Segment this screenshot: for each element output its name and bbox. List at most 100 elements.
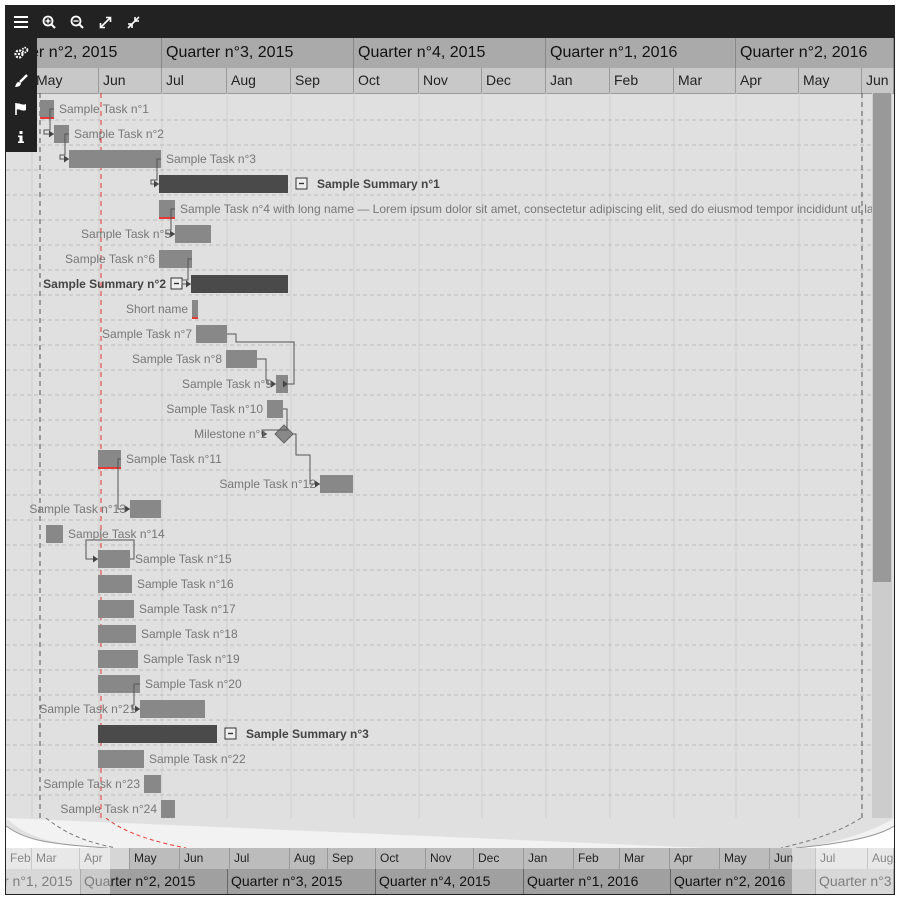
dependency-link [117, 458, 130, 510]
task-label[interactable]: Sample Task n°11 [126, 452, 222, 466]
navigator-month-9: Nov [426, 848, 474, 869]
navigator-month-14: Apr [670, 848, 720, 869]
task-label[interactable]: Sample Task n°10 [166, 402, 263, 416]
summary-label[interactable]: Sample Summary n°1 [317, 177, 440, 191]
task-label[interactable]: Sample Task n°23 [43, 777, 140, 791]
month-cell-6: Nov [419, 68, 482, 93]
summary-label[interactable]: Sample Summary n°3 [246, 727, 369, 741]
task-label[interactable]: Sample Task n°8 [132, 352, 222, 366]
tools-sidebar [6, 38, 37, 152]
dependency-link [165, 208, 175, 235]
task-label[interactable]: Sample Task n°17 [139, 602, 236, 616]
task-label[interactable]: Sample Task n°19 [143, 652, 240, 666]
task-label[interactable]: Sample Task n°9 [182, 377, 272, 391]
task-bar [98, 550, 130, 568]
dependency-arrow [315, 480, 320, 488]
menu-icon[interactable] [10, 11, 32, 33]
task-bar [130, 500, 161, 518]
task-bar [98, 750, 144, 768]
task-bar [192, 300, 198, 318]
task-bar [267, 400, 283, 418]
summary-bar [191, 275, 288, 293]
month-cell-2: Jul [162, 68, 227, 93]
task-label[interactable]: Sample Task n°1 [59, 102, 149, 116]
navigator-month-16: Jun [770, 848, 816, 869]
progress-mark [192, 317, 198, 319]
task-label[interactable]: Sample Task n°13 [29, 502, 126, 516]
month-cell-5: Oct [354, 68, 419, 93]
navigator-month-3: May [130, 848, 180, 869]
task-bar [276, 375, 288, 393]
navigator-quarter-0: r n°1, 2015 [6, 869, 81, 894]
task-label[interactable]: Sample Task n°2 [74, 127, 164, 141]
month-cell-9: Feb [610, 68, 674, 93]
task-label[interactable]: Sample Task n°14 [68, 527, 165, 541]
dependency-arrow [93, 555, 98, 563]
summary-label[interactable]: Sample Summary n°2 [43, 277, 166, 291]
vertical-scrollbar[interactable] [872, 93, 892, 818]
navigator-quarter-4: Quarter n°1, 2016 [524, 869, 671, 894]
dependency-link [59, 133, 69, 160]
flag-icon[interactable] [10, 98, 32, 120]
toolbar [6, 6, 894, 38]
task-label[interactable]: Sample Task n°21 [39, 702, 136, 716]
dependency-arrow [135, 705, 140, 713]
task-label[interactable]: Sample Task n°6 [65, 252, 155, 266]
month-cell-3: Aug [227, 68, 291, 93]
navigator-month-2: Apr [80, 848, 130, 869]
task-bar [144, 775, 161, 793]
task-bar [46, 525, 63, 543]
info-icon[interactable] [10, 126, 32, 148]
navigator-right-mask [792, 848, 894, 894]
task-label[interactable]: Sample Task n°20 [145, 677, 242, 691]
navigator-quarter-3: Quarter n°4, 2015 [376, 869, 524, 894]
quarter-cell-4: Quarter n°2, 2016 [736, 38, 894, 68]
zoom-out-icon[interactable] [66, 11, 88, 33]
navigator-left-mask [6, 848, 110, 894]
task-label[interactable]: Milestone n°1 [194, 427, 267, 441]
task-label[interactable]: Sample Task n°3 [166, 152, 256, 166]
task-bar [98, 675, 140, 693]
collapse-icon[interactable] [122, 11, 144, 33]
navigator-quarter-2: Quarter n°3, 2015 [228, 869, 376, 894]
dependency-link [150, 158, 161, 185]
task-label[interactable]: Sample Task n°12 [219, 477, 316, 491]
task-label[interactable]: Sample Task n°15 [135, 552, 232, 566]
scrollbar-thumb[interactable] [873, 93, 891, 582]
task-label[interactable]: Sample Task n°4 with long name — Lorem i… [180, 202, 872, 216]
month-cell-8: Jan [546, 68, 610, 93]
month-cell-7: Dec [482, 68, 546, 93]
dependency-link [43, 108, 54, 135]
task-label[interactable]: Sample Task n°16 [137, 577, 234, 591]
task-label[interactable]: Sample Task n°7 [102, 327, 192, 341]
task-bar [140, 700, 205, 718]
expand-icon[interactable] [94, 11, 116, 33]
gears-icon[interactable] [10, 42, 32, 64]
progress-mark [40, 117, 54, 119]
task-bar [226, 350, 257, 368]
navigator-month-4: Jun [180, 848, 230, 869]
task-label[interactable]: Sample Task n°5 [81, 227, 171, 241]
task-label[interactable]: Sample Task n°24 [60, 802, 157, 816]
navigator-quarter-1: Quarter n°2, 2015 [81, 869, 228, 894]
progress-mark [98, 467, 121, 469]
zoom-in-icon[interactable] [38, 11, 60, 33]
task-label[interactable]: Sample Task n°18 [141, 627, 238, 641]
navigator-quarter-6: Quarter n°3 [816, 869, 894, 894]
navigator-month-12: Feb [574, 848, 620, 869]
brush-icon[interactable] [10, 70, 32, 92]
task-bar [98, 600, 134, 618]
gantt-canvas [6, 93, 872, 821]
task-label[interactable]: Short name [125, 302, 188, 316]
navigator-month-5: Jul [230, 848, 290, 869]
task-bar [175, 225, 211, 243]
summary-bar [159, 175, 288, 193]
quarter-cell-2: Quarter n°4, 2015 [354, 38, 546, 68]
task-label[interactable]: Sample Task n°22 [149, 752, 246, 766]
